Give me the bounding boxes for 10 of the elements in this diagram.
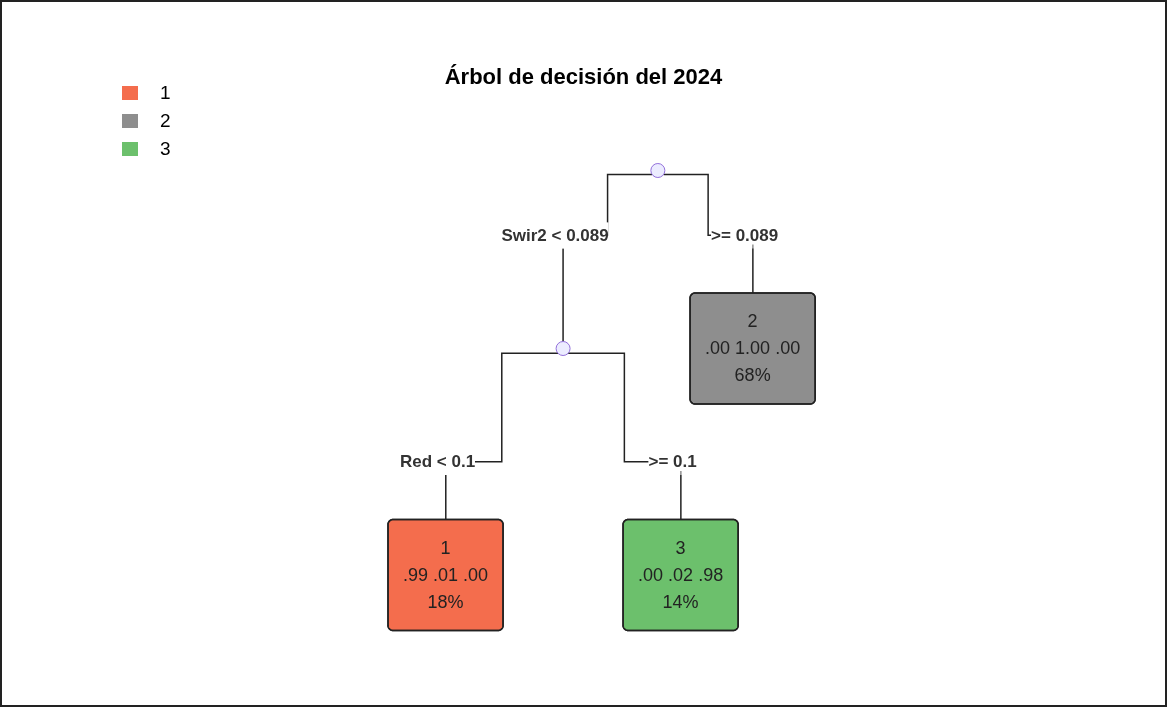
edge-label: >= 0.1 [648, 452, 698, 471]
diagram-title: Árbol de decisión del 2024 [443, 64, 724, 90]
node-point [556, 341, 571, 356]
legend-text: 2 [160, 110, 171, 132]
legend-text: 1 [160, 82, 171, 104]
node-point [650, 163, 666, 178]
edge-label: Red < 0.1 [400, 452, 476, 471]
legend-text: 3 [160, 138, 171, 160]
edge-label: Swir2 < 0.089 [501, 225, 610, 245]
edge-label: >= 0.089 [711, 225, 779, 245]
